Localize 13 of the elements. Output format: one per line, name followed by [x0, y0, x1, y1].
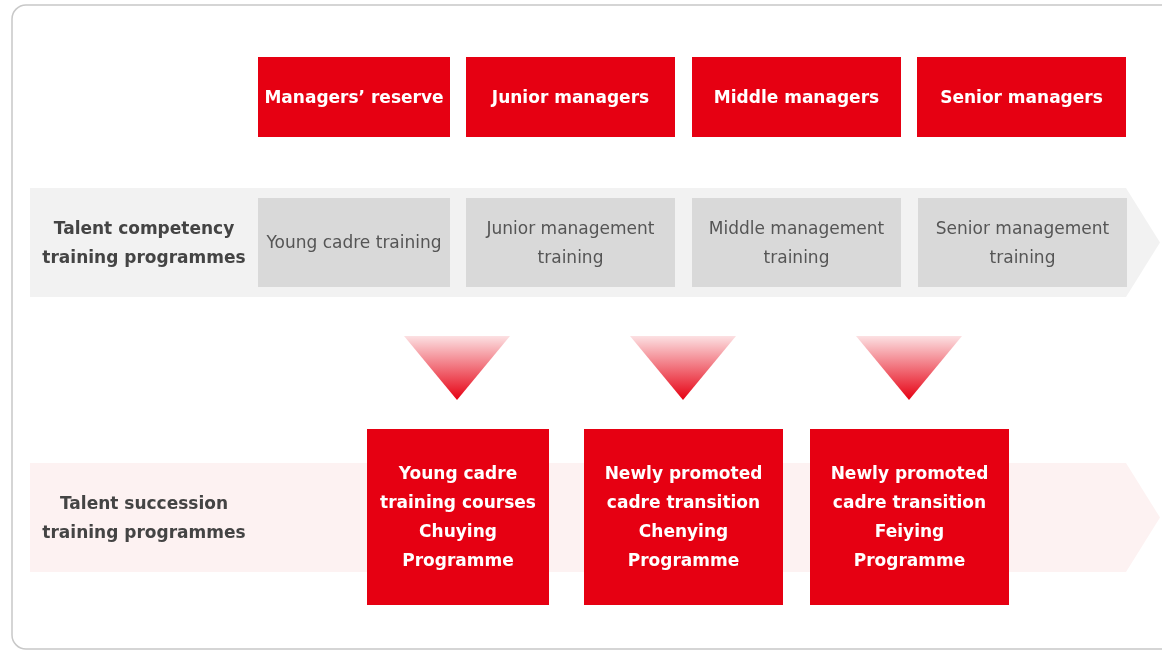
level-header-box: Senior managers — [917, 57, 1126, 137]
level-header-box: Managers’ reserve — [258, 57, 450, 137]
programme-box: Newly promoted cadre transition Feiying Programme — [810, 429, 1009, 605]
band-label: Talent succession training programmes — [41, 491, 247, 544]
programme-box: Newly promoted cadre transition Chenying Programme — [584, 429, 783, 605]
training-box: Middle management training — [692, 198, 901, 287]
band-label: Talent competency training programmes — [41, 216, 247, 269]
training-box: Junior management training — [466, 198, 675, 287]
training-box: Young cadre training — [258, 198, 450, 287]
programme-box: Young cadre training courses Chuying Programme — [367, 429, 549, 605]
training-box: Senior management training — [918, 198, 1127, 287]
level-header-box: Middle managers — [692, 57, 901, 137]
level-header-box: Junior managers — [466, 57, 675, 137]
